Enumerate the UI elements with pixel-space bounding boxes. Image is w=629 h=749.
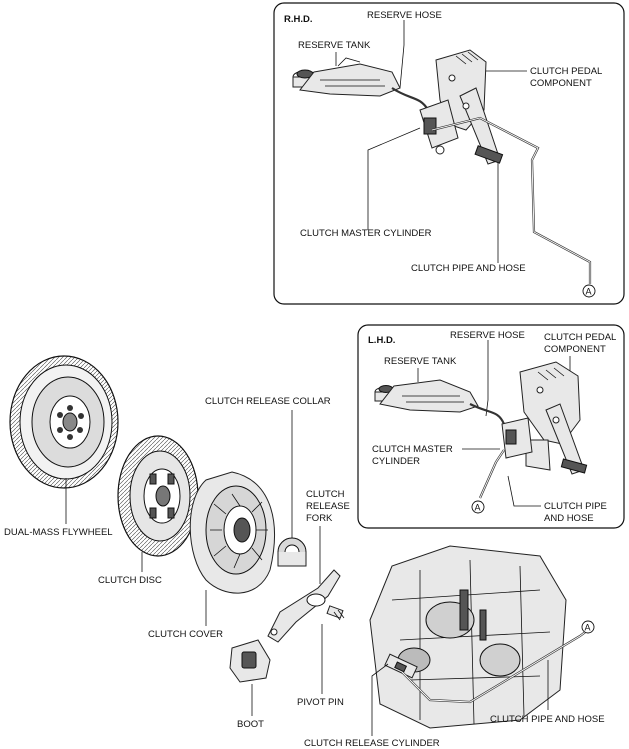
- rhd-reserve-hose-label: RESERVE HOSE: [367, 10, 442, 21]
- clutch-release-collar: [277, 537, 307, 567]
- release-fork-label-2: RELEASE: [306, 501, 350, 512]
- rhd-reserve-tank-label: RESERVE TANK: [298, 40, 371, 51]
- rhd-marker-a: [582, 284, 596, 298]
- lhd-clutch-pedal-label-1: CLUTCH PEDAL: [544, 332, 616, 343]
- lhd-master-cylinder-label-1: CLUTCH MASTER: [372, 444, 453, 455]
- lhd-pipe-leader: [507, 475, 541, 507]
- lhd-reserve-hose-label: RESERVE HOSE: [450, 330, 525, 341]
- boot-label: BOOT: [237, 719, 264, 730]
- lhd-marker-a-label: A: [475, 503, 481, 513]
- lhd-master-cylinder: [501, 417, 533, 459]
- rhd-clutch-pedal-label-1: CLUTCH PEDAL: [530, 66, 602, 77]
- lhd-pipe-hose-label-1: CLUTCH PIPE: [544, 501, 607, 512]
- clutch-disc: [117, 435, 199, 557]
- transaxle-marker-a-label: A: [585, 623, 591, 633]
- release-collar-label: CLUTCH RELEASE COLLAR: [205, 396, 331, 407]
- transaxle-pipe-hose-label: CLUTCH PIPE AND HOSE: [490, 714, 605, 725]
- lhd-pipe-hose-label-2: AND HOSE: [544, 513, 594, 524]
- flywheel-label: DUAL-MASS FLYWHEEL: [4, 527, 113, 538]
- boot: [229, 639, 271, 683]
- transaxle-marker-a: [581, 620, 595, 634]
- rhd-master-leader: [367, 127, 421, 230]
- rhd-reserve-hose: [391, 87, 429, 111]
- clutch-release-cylinder: [384, 653, 418, 679]
- rhd-marker-a-label: A: [586, 287, 592, 297]
- clutch-disc-label: CLUTCH DISC: [98, 575, 162, 586]
- clutch-cover: [189, 471, 275, 594]
- lhd-master-cylinder-label-2: CYLINDER: [372, 456, 420, 467]
- rhd-reserve-hose-leader: [399, 20, 405, 89]
- rhd-clutch-pedal-label-2: COMPONENT: [530, 78, 592, 89]
- lhd-reserve-hose: [469, 403, 506, 425]
- release-fork-label-3: FORK: [306, 513, 333, 524]
- rhd-master-cylinder-label: CLUTCH MASTER CYLINDER: [300, 228, 432, 239]
- lhd-title: L.H.D.: [368, 335, 395, 346]
- rhd-panel: R.H.D. RESERVE HOSE RESERVE TANK CLUTCH …: [273, 2, 625, 305]
- rhd-title: R.H.D.: [284, 14, 313, 25]
- release-fork-label-1: CLUTCH: [306, 489, 345, 500]
- lhd-reserve-tank-label: RESERVE TANK: [384, 356, 457, 367]
- transaxle-assembly: [369, 545, 567, 729]
- rhd-reserve-tank: [292, 57, 401, 97]
- pivot-pin-label: PIVOT PIN: [297, 697, 344, 708]
- pivot-pin: [326, 605, 345, 621]
- release-cylinder-leader: [371, 663, 389, 736]
- lhd-marker-a: [471, 500, 485, 514]
- lhd-clutch-pedal-label-2: COMPONENT: [544, 344, 606, 355]
- clutch-cover-label: CLUTCH COVER: [148, 629, 223, 640]
- release-cylinder-label: CLUTCH RELEASE CYLINDER: [304, 738, 440, 749]
- rhd-pipe-hose-label: CLUTCH PIPE AND HOSE: [411, 263, 526, 274]
- clutch-release-fork: [267, 569, 341, 643]
- rhd-master-cylinder: [419, 99, 459, 155]
- lhd-panel: L.H.D. RESERVE HOSE RESERVE TANK CLUTCH …: [357, 324, 625, 529]
- lhd-pedal-component: [519, 361, 588, 475]
- dual-mass-flywheel: [9, 355, 119, 489]
- lhd-reserve-tank: [374, 379, 479, 413]
